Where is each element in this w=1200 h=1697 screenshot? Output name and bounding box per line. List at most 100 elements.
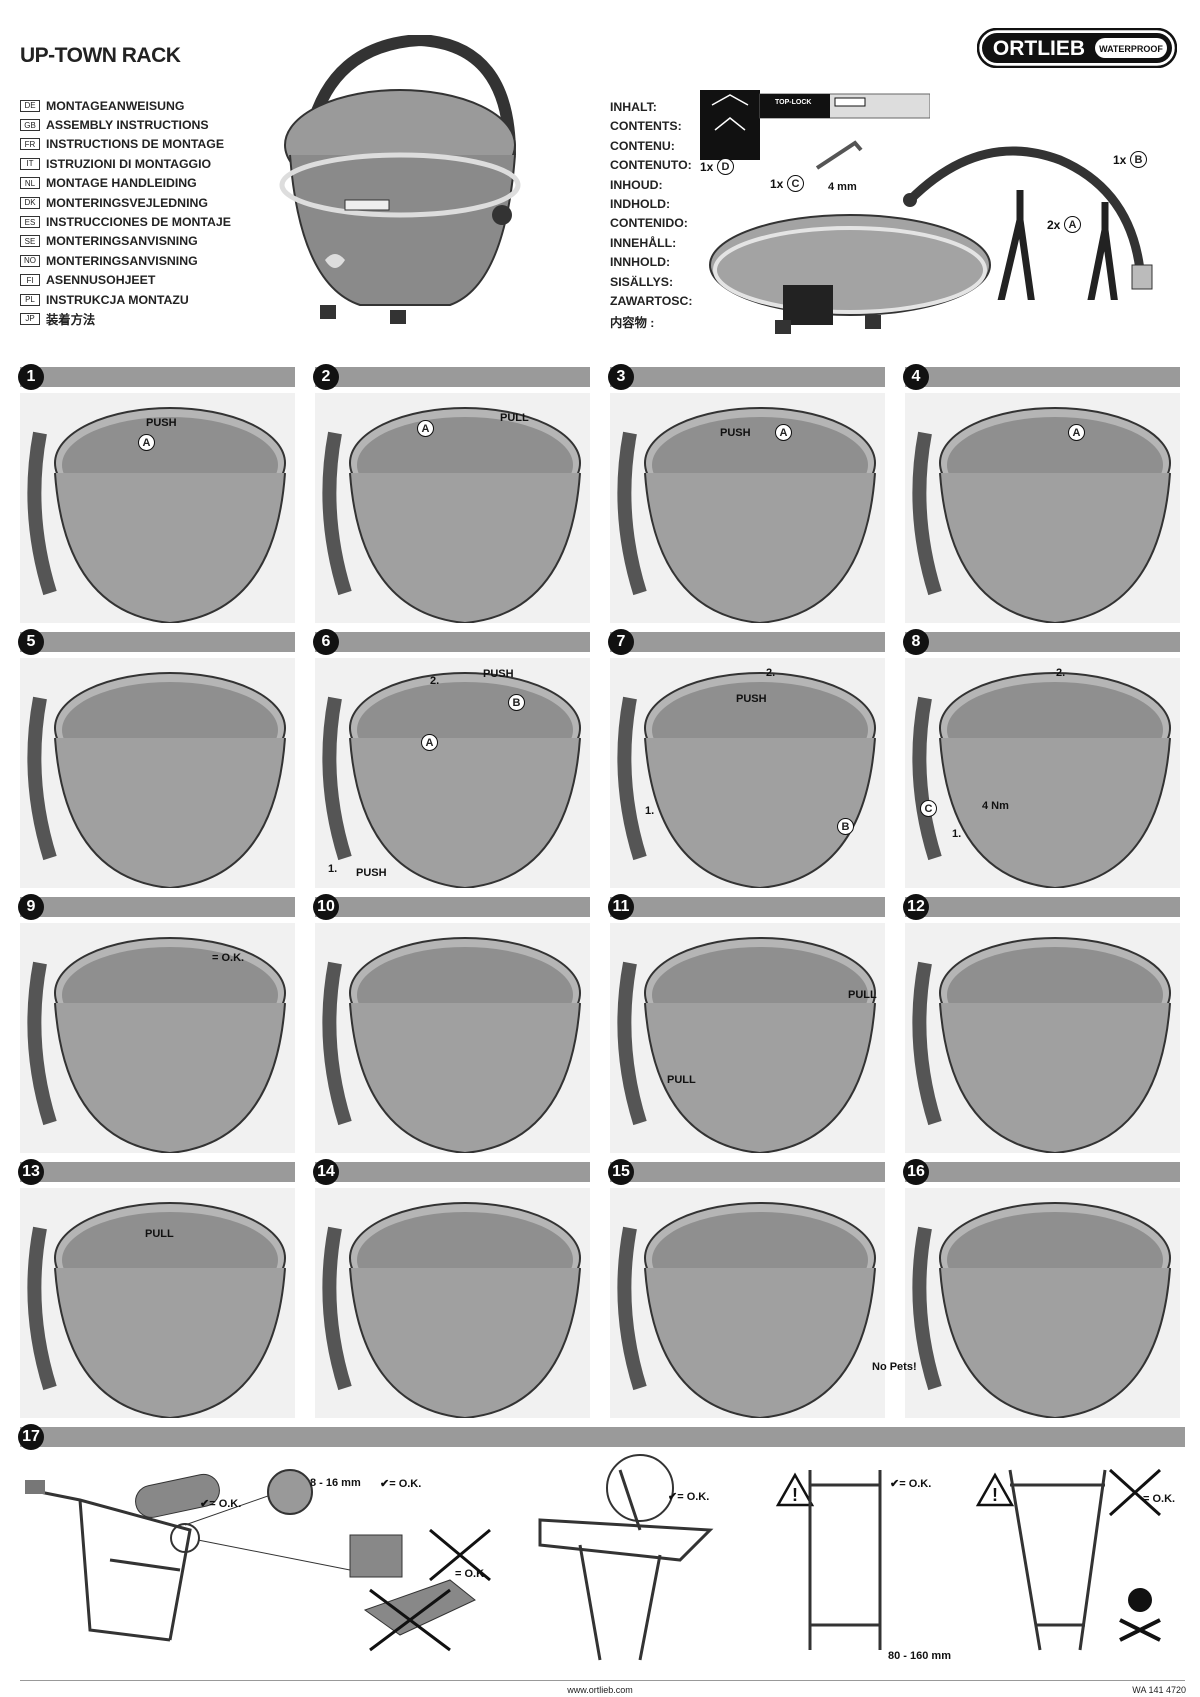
step-illustration-4 — [905, 393, 1180, 623]
language-label: ISTRUZIONI DI MONTAGGIO — [46, 156, 212, 171]
bag-logo-plate — [344, 199, 390, 211]
tool-size: 4 mm — [828, 181, 857, 193]
push-label: PUSH — [483, 668, 514, 680]
allen-key-icon — [815, 140, 863, 170]
part-d-letter: D — [717, 158, 734, 175]
language-label: MONTAGE HANDLEIDING — [46, 176, 197, 191]
language-row-it: IT ISTRUZIONI DI MONTAGGIO — [20, 154, 231, 173]
contents-label: INDHOLD: — [610, 196, 671, 211]
step-2-marker: 2. — [1056, 667, 1066, 679]
step-bar-16: 16 — [903, 1159, 1180, 1185]
bag-drawing — [912, 1202, 1171, 1418]
step-bar-10: 10 — [313, 894, 590, 920]
contents-label: INHOUD: — [610, 177, 663, 192]
step-number: 2 — [313, 364, 339, 390]
language-label: MONTAGEANWEISUNG — [46, 98, 185, 113]
contents-list: INHALT:CONTENTS:CONTENU:CONTENUTO:INHOUD… — [610, 100, 692, 333]
step-number: 13 — [18, 1159, 44, 1185]
bag-drawing — [617, 672, 876, 888]
bag-drawing — [27, 937, 286, 1153]
letter-b-marker: B — [837, 818, 854, 835]
pull-label: PULL — [500, 412, 529, 424]
not-ok-label-ladder: = O.K. — [1143, 1493, 1176, 1505]
step-number: 14 — [313, 1159, 339, 1185]
step-1-marker: 1. — [952, 828, 962, 840]
language-code: NL — [20, 177, 40, 190]
diameter-label: 8 - 16 mm — [310, 1477, 361, 1489]
step-2-marker: 2. — [766, 667, 776, 679]
part-b-qty: 1x — [1113, 153, 1127, 167]
step-bar-4: 4 — [903, 364, 1180, 390]
bag-drawing — [912, 937, 1171, 1153]
step-number: 16 — [903, 1159, 929, 1185]
step-illustration-12 — [905, 923, 1180, 1153]
language-label: MONTERINGSANVISNING — [46, 253, 198, 268]
rack-compatibility-illustration: ! ! — [25, 1454, 1162, 1661]
step-illustration-14 — [315, 1188, 590, 1418]
step-number: 17 — [18, 1424, 44, 1450]
rack-width-label: 80 - 160 mm — [888, 1650, 951, 1662]
contents-label: CONTENTS: — [610, 119, 682, 134]
step-bar-1: 1 — [18, 364, 295, 390]
contents-label: ZAWARTOSC: — [610, 293, 693, 308]
step-bar-14: 14 — [313, 1159, 590, 1185]
step-illustration-1 — [20, 393, 295, 623]
contents-label: CONTENIDO: — [610, 216, 688, 231]
language-code: NO — [20, 254, 40, 267]
letter-b-marker: B — [508, 694, 525, 711]
step-bar-3: 3 — [608, 364, 885, 390]
language-label: 装着方法 — [46, 312, 96, 327]
push-label: PUSH — [736, 693, 767, 705]
bag-drawing — [912, 672, 1171, 888]
step-bar-6: 6 — [313, 629, 590, 655]
contents-label: INNEHÅLL: — [610, 235, 677, 250]
hero-bag-illustration — [279, 35, 521, 324]
language-row-no: NO MONTERINGSANVISNING — [20, 251, 231, 270]
step-bar-13: 13 — [18, 1159, 295, 1185]
bag-drawing — [617, 1202, 876, 1418]
ortlieb-logo: ORTLIEB WATERPROOF — [977, 28, 1177, 68]
step-number: 6 — [313, 629, 339, 655]
letter-a-marker: A — [417, 420, 434, 437]
step-number: 9 — [18, 894, 44, 920]
push-label: PUSH — [356, 867, 387, 879]
footer-divider — [20, 1680, 1185, 1681]
step-bar-7: 7 — [608, 629, 885, 655]
bag-drawing — [617, 937, 876, 1153]
bag-drawing — [322, 672, 581, 888]
step-number: 12 — [903, 894, 929, 920]
part-c-qty: 1x — [770, 177, 784, 191]
ok-label-tube: ✔= O.K. — [200, 1498, 242, 1510]
language-code: IT — [20, 157, 40, 170]
language-label: INSTRUCCIONES DE MONTAJE — [46, 215, 231, 230]
part-c-letter: C — [787, 175, 804, 192]
letter-a-marker: A — [138, 434, 155, 451]
language-row-nl: NL MONTAGE HANDLEIDING — [20, 174, 231, 193]
contents-label: CONTENU: — [610, 138, 675, 153]
document-code: WA 141 4720 — [1132, 1685, 1186, 1695]
language-code: GB — [20, 119, 40, 132]
step-illustration-3 — [610, 393, 885, 623]
bag-drawing — [27, 407, 286, 623]
not-ok-label-rect: = O.K. — [455, 1568, 488, 1580]
letter-a-marker: A — [775, 424, 792, 441]
step-illustration-15 — [610, 1188, 885, 1418]
language-label: MONTERINGSANVISNING — [46, 234, 198, 249]
footer-url[interactable]: www.ortlieb.com — [567, 1685, 633, 1695]
step-2-marker: 2. — [430, 675, 440, 687]
language-code: SE — [20, 235, 40, 248]
step-illustration-10 — [315, 923, 590, 1153]
language-label: MONTERINGSVEJLEDNING — [46, 195, 208, 210]
pull-label: PULL — [145, 1228, 174, 1240]
contents-label: INHALT: — [610, 100, 657, 114]
step-bar-15: 15 — [608, 1159, 885, 1185]
step-number: 8 — [903, 629, 929, 655]
step-illustration-11 — [610, 923, 885, 1153]
contents-label: SISÄLLYS: — [610, 274, 674, 289]
svg-text:!: ! — [992, 1485, 998, 1505]
